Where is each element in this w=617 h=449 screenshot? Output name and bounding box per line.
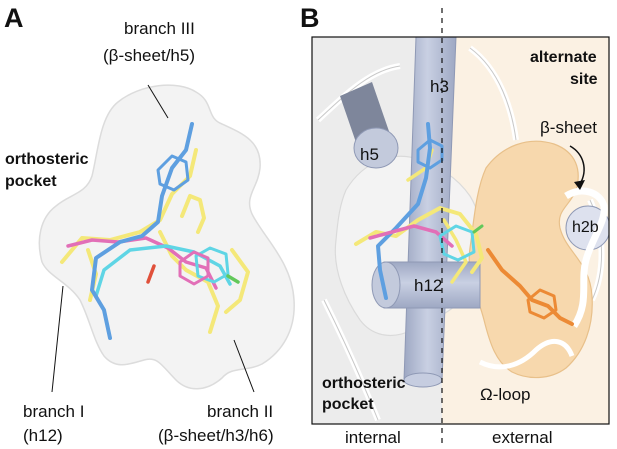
ligand-b-blue bbox=[376, 122, 432, 300]
panel-a-letter: A bbox=[4, 3, 24, 33]
ligand-blue-trace bbox=[90, 122, 194, 340]
branch2-sublabel: (β-sheet/h3/h6) bbox=[158, 426, 274, 445]
branch3-sublabel: (β-sheet/h5) bbox=[103, 46, 195, 65]
ligand-b-orange bbox=[486, 248, 574, 326]
beta-sheet-arrowhead bbox=[574, 180, 585, 190]
ligand-green-tip bbox=[226, 274, 240, 284]
leader-branch3 bbox=[147, 84, 169, 119]
alternate-site-label-line2: site bbox=[570, 71, 598, 88]
branch3-label: branch III bbox=[124, 19, 195, 38]
ligand-blue-ring bbox=[156, 154, 190, 192]
external-label: external bbox=[492, 428, 552, 447]
ligand-pink-trace bbox=[66, 236, 218, 290]
pocket-label-b: orthosteric bbox=[322, 375, 406, 392]
ligand-b-orange-ring bbox=[526, 288, 558, 320]
branch1-sublabel: (h12) bbox=[23, 426, 63, 445]
ligand-pink-ring bbox=[178, 250, 210, 286]
ligand-red-atom bbox=[146, 264, 156, 284]
background-ribbon-outline bbox=[317, 47, 603, 421]
branch2-label: branch II bbox=[207, 402, 273, 421]
panel-b-ligands bbox=[354, 122, 574, 326]
h5-label: h5 bbox=[360, 145, 379, 164]
h3-label: h3 bbox=[430, 77, 449, 96]
pocket-label-a: orthosteric bbox=[5, 151, 89, 168]
branch1-label: branch I bbox=[23, 402, 84, 421]
ligand-cyan-ring bbox=[194, 246, 230, 284]
panel-a-ligands bbox=[60, 122, 250, 340]
helix-h5 bbox=[340, 82, 399, 169]
panel-b-frame bbox=[311, 36, 610, 425]
internal-label: internal bbox=[345, 428, 401, 447]
panel-a-pocket-surface bbox=[38, 84, 295, 390]
pocket-label-a-line2: pocket bbox=[5, 173, 57, 190]
omega-loop-label: Ω-loop bbox=[480, 385, 531, 404]
beta-sheet-label: β-sheet bbox=[540, 118, 597, 137]
ligand-b-green bbox=[472, 224, 484, 234]
leader-branch2 bbox=[233, 339, 255, 393]
h12-label: h12 bbox=[414, 276, 442, 295]
pocket-label-b-line2: pocket bbox=[322, 396, 374, 413]
ligand-cyan-trace bbox=[94, 244, 232, 298]
panel-b: B bbox=[300, 3, 610, 447]
alternate-site-label: alternate bbox=[530, 49, 597, 66]
panel-b-letter: B bbox=[300, 3, 320, 33]
h2b-label: h2b bbox=[572, 219, 599, 236]
panel-a: A branch III (β-sheet/h5) orthosteric po… bbox=[4, 3, 295, 445]
ligand-b-cyan bbox=[438, 224, 476, 262]
leader-branch1 bbox=[51, 285, 64, 393]
helix-h12 bbox=[371, 261, 481, 309]
beta-sheet-ribbon bbox=[564, 187, 608, 328]
beta-sheet-arrow bbox=[569, 145, 585, 185]
omega-loop-ribbon bbox=[478, 339, 575, 370]
ligand-yellow-ring bbox=[180, 194, 250, 314]
